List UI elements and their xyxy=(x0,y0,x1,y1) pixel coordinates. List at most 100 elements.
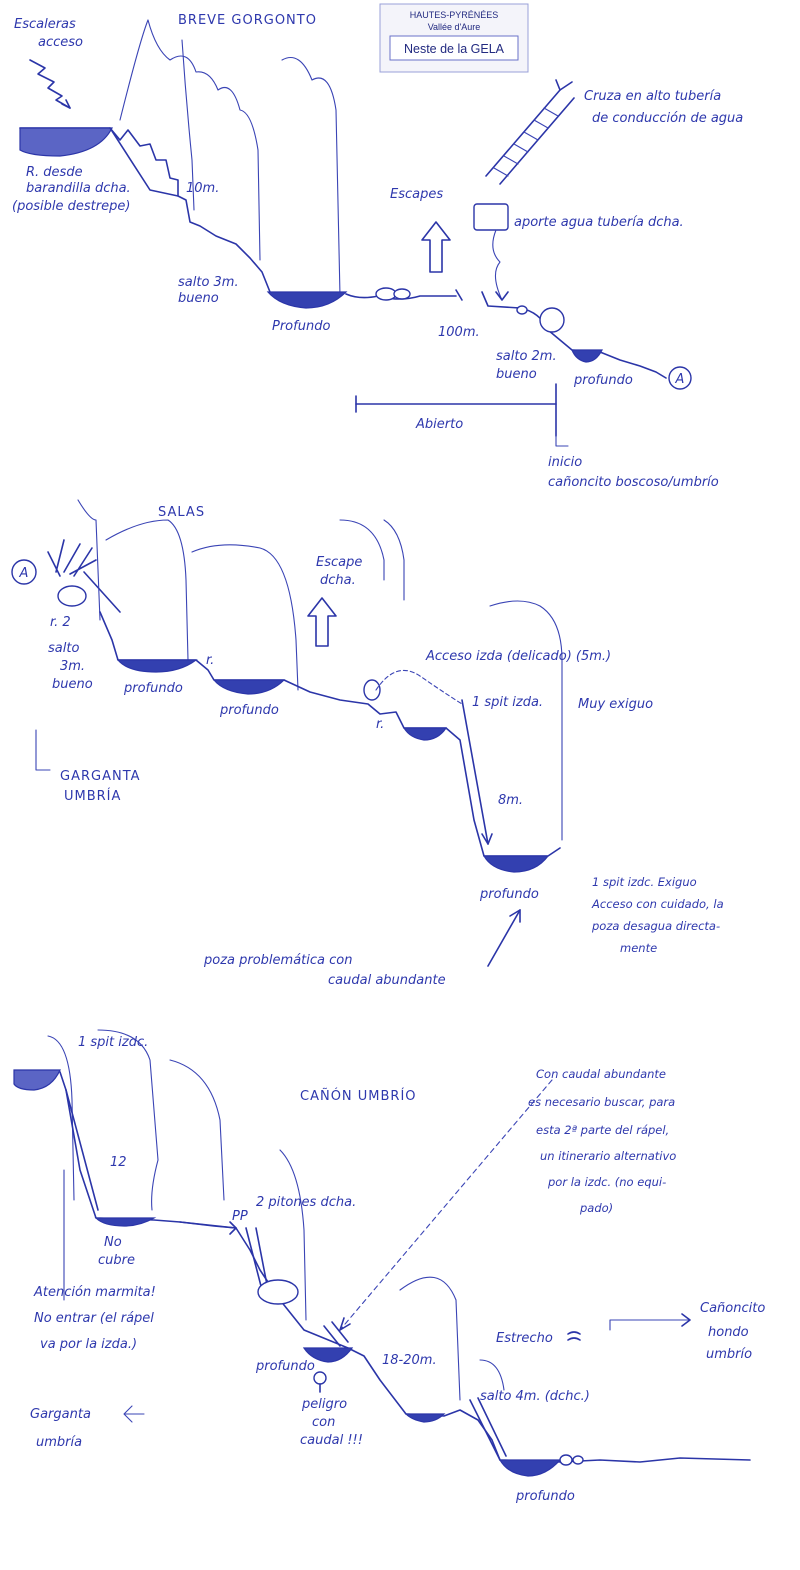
label-salto: salto xyxy=(48,641,79,656)
vegetation xyxy=(47,539,97,577)
rappel-8m-arrowhead xyxy=(481,833,493,845)
header-canyon-name: Neste de la GELA xyxy=(404,42,505,56)
rock-6 xyxy=(363,679,381,701)
connector-a-circle-1 xyxy=(668,366,692,390)
label-cruza: Cruza en alto tubería xyxy=(584,89,721,104)
pool-profundo-1 xyxy=(266,291,348,309)
rock-8 xyxy=(559,1454,573,1466)
pool-profundo-6 xyxy=(302,1347,354,1363)
header-name-box xyxy=(389,35,519,61)
label-umbrio: umbrío xyxy=(706,1347,752,1362)
pool-profundo-5 xyxy=(482,855,550,873)
label-por-la-izdc: por la izdc. (no equi- xyxy=(547,1175,666,1189)
entry-ledge-hatch-3 xyxy=(13,1069,61,1091)
label-salto-bueno: bueno xyxy=(52,677,93,692)
entry-bridge-hatch xyxy=(19,127,113,157)
label-salto-4m: salto 4m. (dchc.) xyxy=(480,1389,590,1404)
label-escape: Escape xyxy=(316,555,362,570)
pool-small-2 xyxy=(404,1413,446,1423)
label-poza-problematica: poza problemática con xyxy=(203,953,352,968)
rappel-line-8m xyxy=(461,699,489,845)
rappel-line-1 xyxy=(109,127,179,197)
pool-profundo-4 xyxy=(212,679,286,695)
label-8m: 8m. xyxy=(498,793,523,808)
rappel-line-2 xyxy=(83,571,121,613)
access-dashed-route xyxy=(375,669,463,705)
label-hondo: hondo xyxy=(708,1325,749,1340)
label-va-por-la-izda: va por la izda.) xyxy=(40,1337,137,1352)
label-salto-2m: salto 2m. xyxy=(496,349,557,364)
cliff-wall-3e xyxy=(399,1276,461,1401)
label-aporte: aporte agua tubería dcha. xyxy=(514,215,684,230)
cliff-wall-2e xyxy=(383,519,405,601)
label-12: 12 xyxy=(110,1155,127,1170)
label-atencion: Atención marmita! xyxy=(33,1285,156,1300)
cliff-wall-2b xyxy=(105,519,189,661)
traverse-line xyxy=(179,1221,237,1229)
rock-5 xyxy=(57,585,87,607)
section-1-topo: Escaleras acceso BREVE GORGONTO R. desde… xyxy=(12,13,743,490)
label-acceso-cuidado: Acceso con cuidado, la xyxy=(591,897,724,911)
poza-pointer-arrowhead xyxy=(509,909,521,923)
label-caudal-excl: caudal !!! xyxy=(300,1433,363,1448)
pipe-arrowhead xyxy=(555,79,573,91)
connector-a-label-2: A xyxy=(19,566,29,581)
label-garganta-umbria-2: umbría xyxy=(36,1435,82,1450)
pitones-rappel xyxy=(245,1227,269,1291)
label-canoncito-boscoso: cañoncito boscoso/umbrío xyxy=(548,475,719,490)
section-2-topo: A SALAS Escape dcha. r. 2 salto 3m. buen… xyxy=(11,499,724,988)
label-profundo-4: profundo xyxy=(219,703,279,718)
rock-7 xyxy=(257,1279,299,1305)
label-10m: 10m. xyxy=(186,181,219,196)
header-region: HAUTES-PYRÉNÉES xyxy=(410,10,499,20)
traverse-arrowhead xyxy=(229,1221,237,1235)
label-con: con xyxy=(312,1415,335,1430)
label-profundo-7: profundo xyxy=(515,1489,575,1504)
label-conduccion: de conducción de agua xyxy=(592,111,743,126)
connector-a-label-1: A xyxy=(675,372,685,387)
cliff-wall-left-1 xyxy=(119,19,261,261)
abierto-span-ticks xyxy=(355,383,557,437)
inflow-stream xyxy=(492,229,503,301)
garganta-umbria-arrow xyxy=(123,1405,145,1423)
garganta-arrow xyxy=(35,729,51,771)
label-es-necesario: es necesario buscar, para xyxy=(528,1095,675,1109)
label-r-3: r. xyxy=(376,717,384,732)
label-umbria: UMBRÍA xyxy=(64,788,121,804)
label-profundo-5: profundo xyxy=(479,887,539,902)
cliff-wall-right-1 xyxy=(281,56,341,297)
rock-1 xyxy=(375,287,397,301)
rappel-line-4m xyxy=(469,1397,507,1461)
inflow-arrowhead xyxy=(495,291,509,301)
estrecho-wave-icon xyxy=(567,1331,581,1341)
label-con-caudal: Con caudal abundante xyxy=(536,1067,666,1081)
label-mente: mente xyxy=(620,941,657,955)
canoncito-arrowhead xyxy=(681,1313,691,1327)
cliff-wall-3a xyxy=(47,1035,75,1201)
label-no-entrar: No entrar (el rápel xyxy=(34,1311,154,1326)
label-inicio: inicio xyxy=(548,455,582,470)
label-profundo-1: Profundo xyxy=(272,319,330,334)
poza-pointer-arrow xyxy=(487,909,521,967)
caudal-pointer-arrowhead xyxy=(339,1317,351,1331)
label-profundo-6: profundo xyxy=(255,1359,315,1374)
caudal-pointer-dashed xyxy=(339,1079,553,1331)
label-muy-exiguo: Muy exiguo xyxy=(578,697,653,712)
rappel-line-18-20 xyxy=(323,1321,349,1347)
label-caudal-abundante: caudal abundante xyxy=(328,973,446,988)
cliff-wall-2c xyxy=(191,544,299,691)
section1-profile-right xyxy=(481,291,667,379)
cliff-wall-mid-1 xyxy=(181,39,195,211)
header-valley: Vallée d'Aure xyxy=(428,22,481,32)
label-profundo-2: profundo xyxy=(573,373,633,388)
label-acceso: acceso xyxy=(38,35,83,50)
cliff-wall-2f xyxy=(489,600,563,841)
label-canon-umbrio: CAÑÓN UMBRÍO xyxy=(300,1088,417,1104)
label-salto-3m-2: 3m. xyxy=(60,659,85,674)
rock-9 xyxy=(572,1455,584,1465)
rock-3 xyxy=(539,307,565,333)
pool-small-1 xyxy=(402,727,448,741)
label-destrepe: (posible destrepe) xyxy=(12,199,130,214)
label-garganta-umbria-1: Garganta xyxy=(30,1407,91,1422)
